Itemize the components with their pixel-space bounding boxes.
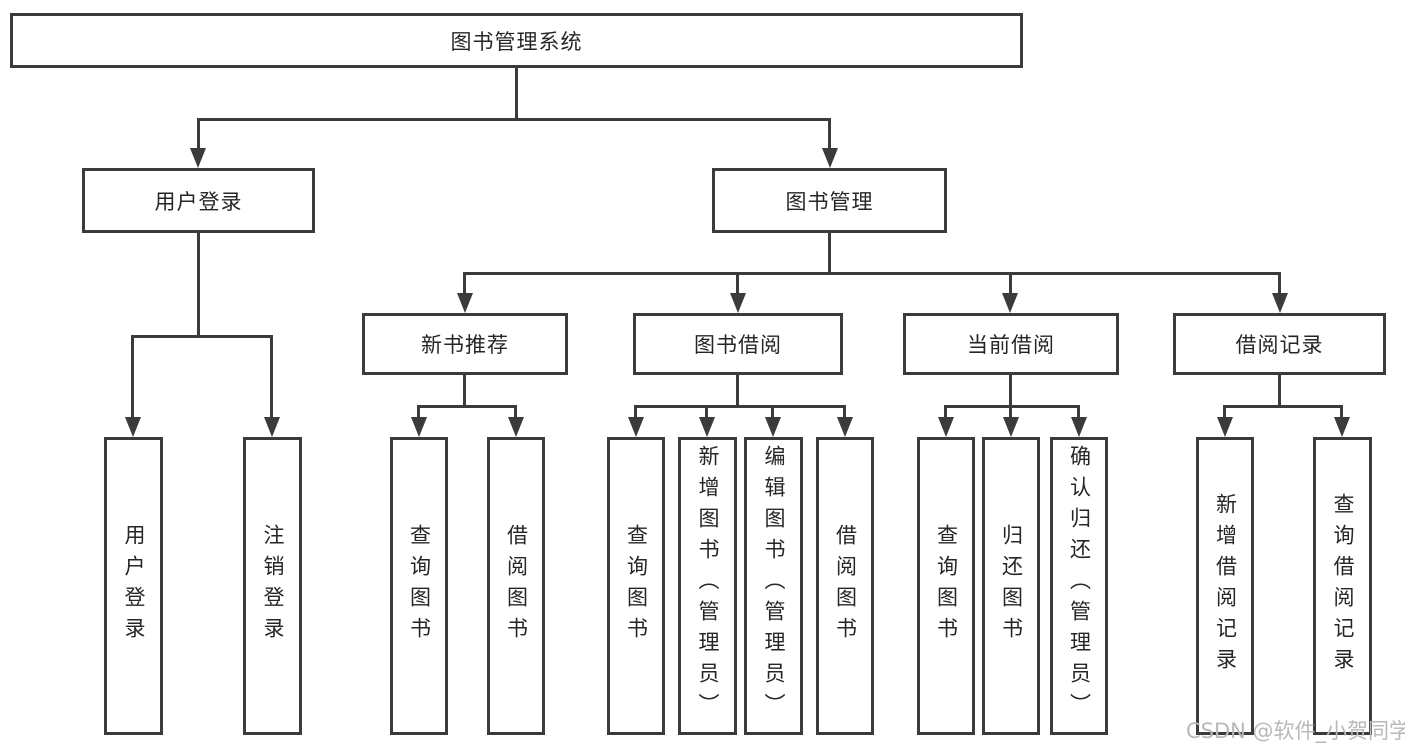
node-root: 图书管理系统 <box>10 13 1023 68</box>
connector-line <box>1223 405 1343 408</box>
connector-line <box>944 405 1080 408</box>
leaf-confirm-return-admin: 确认归还（管理员） <box>1050 437 1108 735</box>
arrow-down-icon <box>822 148 838 168</box>
arrow-down-icon <box>1071 417 1087 437</box>
arrow-down-icon <box>628 417 644 437</box>
arrow-down-icon <box>1272 293 1288 313</box>
leaf-query-books-current-label: 查询图书 <box>934 524 959 648</box>
arrow-down-icon <box>264 417 280 437</box>
leaf-query-books-current: 查询图书 <box>917 437 975 735</box>
leaf-user-login-label: 用户登录 <box>122 524 146 648</box>
arrow-down-icon <box>1334 417 1350 437</box>
node-borrow-records: 借阅记录 <box>1173 313 1386 375</box>
leaf-logout: 注销登录 <box>243 437 302 735</box>
node-current-borrow-label: 当前借阅 <box>967 333 1055 357</box>
connector-line <box>1077 405 1080 419</box>
node-root-label: 图书管理系统 <box>450 29 583 54</box>
arrow-down-icon <box>1002 293 1018 313</box>
arrow-down-icon <box>457 293 473 313</box>
leaf-borrow-books-borrow-label: 借阅图书 <box>833 524 858 648</box>
connector-line <box>1009 272 1012 296</box>
arrow-down-icon <box>411 417 427 437</box>
connector-line <box>1009 405 1012 419</box>
leaf-edit-book-admin-label: 编辑图书（管理员） <box>762 445 786 724</box>
connector-line <box>197 118 200 151</box>
leaf-user-login: 用户登录 <box>104 437 163 735</box>
node-book-borrow: 图书借阅 <box>633 313 843 375</box>
leaf-query-books-recommend-label: 查询图书 <box>407 524 432 648</box>
arrow-down-icon <box>765 417 781 437</box>
connector-line <box>197 118 831 121</box>
node-book-management-label: 图书管理 <box>785 189 874 214</box>
node-borrow-records-label: 借阅记录 <box>1235 333 1324 357</box>
leaf-edit-book-admin: 编辑图书（管理员） <box>744 437 803 735</box>
connector-line <box>828 233 831 275</box>
connector-line <box>197 233 200 338</box>
connector-line <box>131 335 273 338</box>
arrow-down-icon <box>699 417 715 437</box>
connector-line <box>515 68 518 121</box>
connector-line <box>944 405 947 419</box>
arrow-down-icon <box>1003 417 1019 437</box>
connector-line <box>771 405 774 419</box>
connector-line <box>1278 272 1281 296</box>
leaf-add-borrow-record-label: 新增借阅记录 <box>1213 493 1238 679</box>
leaf-add-borrow-record: 新增借阅记录 <box>1196 437 1254 735</box>
node-new-book-recommend-label: 新书推荐 <box>421 333 509 357</box>
arrow-down-icon <box>730 293 746 313</box>
leaf-return-book-label: 归还图书 <box>999 524 1024 648</box>
leaf-borrow-books-borrow: 借阅图书 <box>816 437 874 735</box>
arrow-down-icon <box>508 417 524 437</box>
connector-line <box>1009 375 1012 408</box>
leaf-logout-label: 注销登录 <box>261 524 285 648</box>
leaf-confirm-return-admin-label: 确认归还（管理员） <box>1067 445 1092 724</box>
connector-line <box>736 272 739 296</box>
connector-line <box>1278 375 1281 408</box>
leaf-borrow-books-recommend: 借阅图书 <box>487 437 545 735</box>
leaf-query-books-recommend: 查询图书 <box>390 437 448 735</box>
node-user-login-label: 用户登录 <box>154 189 243 214</box>
connector-line <box>463 272 466 296</box>
connector-line <box>417 405 420 419</box>
node-book-borrow-label: 图书借阅 <box>694 333 782 357</box>
leaf-query-borrow-record: 查询借阅记录 <box>1313 437 1372 735</box>
leaf-query-books-borrow: 查询图书 <box>607 437 665 735</box>
connector-line <box>828 118 831 151</box>
leaf-add-book-admin: 新增图书（管理员） <box>678 437 737 735</box>
arrow-down-icon <box>938 417 954 437</box>
node-current-borrow: 当前借阅 <box>903 313 1119 375</box>
connector-line <box>843 405 846 419</box>
connector-line <box>634 405 846 408</box>
node-new-book-recommend: 新书推荐 <box>362 313 568 375</box>
leaf-query-borrow-record-label: 查询借阅记录 <box>1331 493 1355 679</box>
connector-line <box>705 405 708 419</box>
arrow-down-icon <box>837 417 853 437</box>
connector-line <box>417 405 517 408</box>
leaf-query-books-borrow-label: 查询图书 <box>624 524 649 648</box>
leaf-borrow-books-recommend-label: 借阅图书 <box>504 524 529 648</box>
arrow-down-icon <box>1217 417 1233 437</box>
connector-line <box>1223 405 1226 419</box>
connector-line <box>634 405 637 419</box>
connector-line <box>270 335 273 419</box>
leaf-return-book: 归还图书 <box>982 437 1040 735</box>
node-user-login: 用户登录 <box>82 168 315 233</box>
connector-line <box>514 405 517 419</box>
connector-line <box>463 375 466 408</box>
connector-line <box>1340 405 1343 419</box>
watermark: CSDN @软件_小贺同学 <box>1186 719 1405 743</box>
arrow-down-icon <box>190 148 206 168</box>
leaf-add-book-admin-label: 新增图书（管理员） <box>696 445 720 724</box>
node-book-management: 图书管理 <box>712 168 947 233</box>
connector-line <box>736 375 739 408</box>
arrow-down-icon <box>125 417 141 437</box>
connector-line <box>131 335 134 419</box>
connector-line <box>463 272 1281 275</box>
